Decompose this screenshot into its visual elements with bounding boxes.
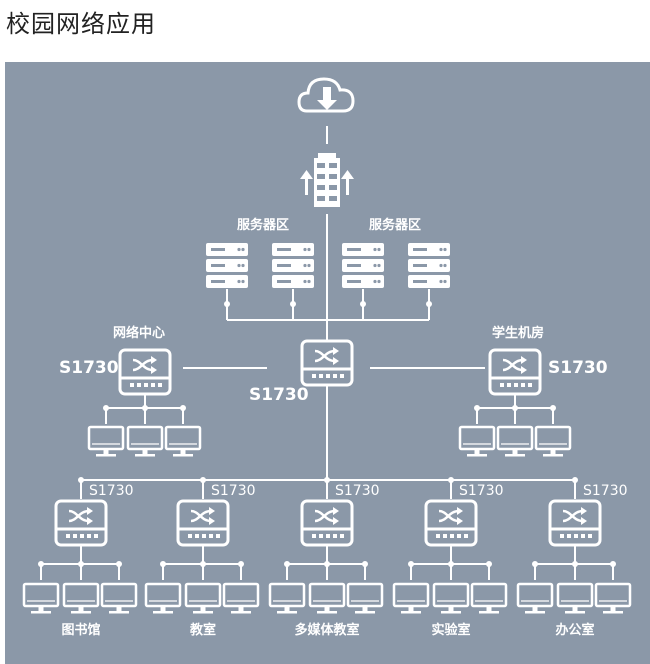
monitor-icon xyxy=(144,582,182,615)
link-dot xyxy=(78,477,84,483)
cloud-download-icon xyxy=(297,77,355,113)
link-dot xyxy=(116,561,122,567)
student-lab-switch-icon xyxy=(488,348,542,396)
link-dot xyxy=(512,405,518,411)
monitor-icon xyxy=(458,425,496,458)
link-dot xyxy=(180,405,186,411)
access-switch-model: S1730 xyxy=(459,483,504,499)
access-switch-icon xyxy=(54,499,108,547)
access-switch-model: S1730 xyxy=(211,483,256,499)
link-dot xyxy=(448,561,454,567)
network-center-switch-icon xyxy=(118,348,172,396)
link-dot xyxy=(200,477,206,483)
link-dot xyxy=(474,405,480,411)
monitor-icon xyxy=(184,582,222,615)
access-site-label: 图书馆 xyxy=(61,622,100,638)
monitor-icon xyxy=(594,582,632,615)
network-center-switch-model: S1730 xyxy=(59,358,119,378)
monitor-icon xyxy=(62,582,100,615)
link-dot xyxy=(362,561,368,567)
monitor-icon xyxy=(164,425,202,458)
link-dot xyxy=(532,561,538,567)
access-site-label: 实验室 xyxy=(431,622,470,638)
link-dot xyxy=(78,561,84,567)
link-dot xyxy=(238,561,244,567)
monitor-icon xyxy=(534,425,572,458)
link-dot xyxy=(38,561,44,567)
monitor-icon xyxy=(126,425,164,458)
monitor-icon xyxy=(222,582,260,615)
core-switch-model: S1730 xyxy=(249,385,309,405)
firewall-icon xyxy=(300,153,354,207)
access-site-label: 多媒体教室 xyxy=(294,622,359,638)
monitor-icon xyxy=(470,582,508,615)
monitor-icon xyxy=(392,582,430,615)
server-icon xyxy=(272,243,314,288)
link-dot xyxy=(284,561,290,567)
network-topology-svg: 服务器区 服务器区 网络中心 学生机房 S1730 S1730 S1730 S1… xyxy=(22,77,632,638)
access-switch-icon xyxy=(176,499,230,547)
link-dot xyxy=(160,561,166,567)
link-dot xyxy=(550,405,556,411)
access-site-label: 办公室 xyxy=(555,622,594,638)
link-dot xyxy=(142,405,148,411)
server-zone-left-label: 服务器区 xyxy=(237,217,289,233)
monitor-icon xyxy=(346,582,384,615)
monitor-icon xyxy=(432,582,470,615)
link-dot xyxy=(572,477,578,483)
monitor-icon xyxy=(268,582,306,615)
access-switch-model: S1730 xyxy=(89,483,134,499)
server-icon xyxy=(342,243,384,288)
monitor-icon xyxy=(496,425,534,458)
monitor-icon xyxy=(516,582,554,615)
access-switch-icon xyxy=(424,499,478,547)
core-switch-icon xyxy=(300,339,354,387)
link-dot xyxy=(448,477,454,483)
student-lab-switch-model: S1730 xyxy=(548,358,608,378)
access-site-label: 教室 xyxy=(189,622,216,638)
diagram-labels: 服务器区 服务器区 网络中心 学生机房 S1730 S1730 S1730 S1… xyxy=(59,217,628,638)
link-dot xyxy=(324,477,330,483)
link-dot xyxy=(610,561,616,567)
link-dot xyxy=(486,561,492,567)
monitor-icon xyxy=(100,582,138,615)
connection-lines xyxy=(38,126,616,580)
link-dot xyxy=(200,561,206,567)
server-zone-right-label: 服务器区 xyxy=(369,217,421,233)
link-dot xyxy=(572,561,578,567)
server-icon xyxy=(408,243,450,288)
access-switch-model: S1730 xyxy=(335,483,380,499)
access-switch-icon xyxy=(300,499,354,547)
server-icon xyxy=(206,243,248,288)
access-switch-model: S1730 xyxy=(583,483,628,499)
link-dot xyxy=(103,405,109,411)
diagram-nodes xyxy=(22,77,632,615)
link-dot xyxy=(408,561,414,567)
monitor-icon xyxy=(308,582,346,615)
monitor-icon xyxy=(22,582,60,615)
network-diagram: 服务器区 服务器区 网络中心 学生机房 S1730 S1730 S1730 S1… xyxy=(5,62,650,664)
monitor-icon xyxy=(556,582,594,615)
monitor-icon xyxy=(87,425,125,458)
access-switch-icon xyxy=(548,499,602,547)
link-dot xyxy=(324,561,330,567)
network-center-label: 网络中心 xyxy=(113,325,165,341)
student-lab-label: 学生机房 xyxy=(492,325,544,341)
page-title: 校园网络应用 xyxy=(6,10,156,38)
